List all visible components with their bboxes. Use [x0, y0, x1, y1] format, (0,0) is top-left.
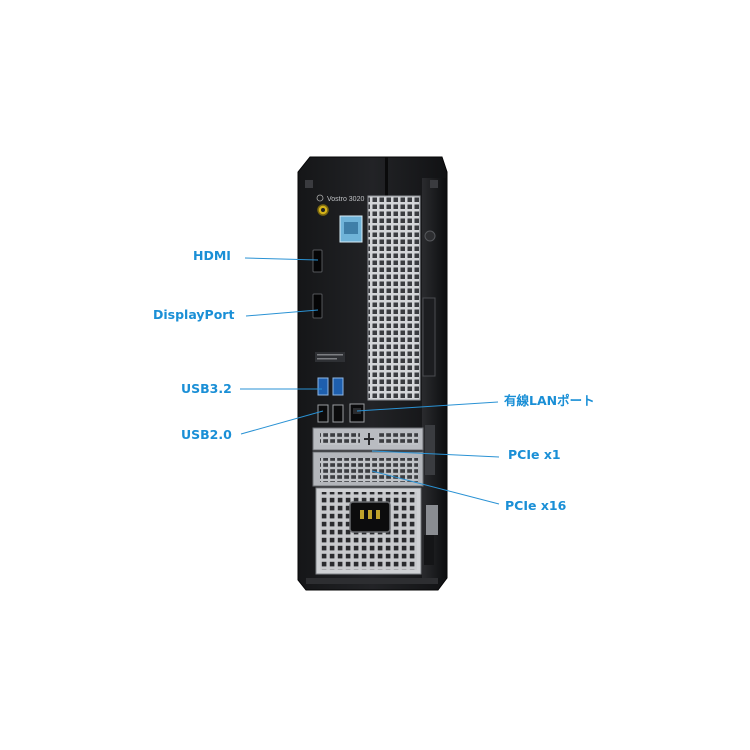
callout-leader-lines [240, 257, 500, 505]
hdmi-label: HDMI [193, 248, 231, 263]
model-badge: Vostro 3020 [327, 196, 364, 203]
dell-logo-icon [316, 194, 324, 202]
leader-pcie-x16 [371, 470, 500, 505]
pcie-x16-slot [312, 451, 424, 487]
displayport-port [312, 293, 323, 319]
pcie-x1-label: PCIe x1 [508, 447, 561, 462]
usb20-port-2 [332, 404, 344, 423]
leader-hdmi [244, 257, 319, 261]
power-supply [315, 487, 434, 575]
side-latch [422, 230, 438, 535]
usb32-label: USB3.2 [181, 381, 232, 396]
usb32-port-2 [332, 377, 344, 396]
regulatory-label [315, 352, 345, 362]
leader-lan [356, 401, 499, 412]
usb20-label: USB2.0 [181, 427, 232, 442]
leader-usb20 [240, 410, 324, 435]
usb20-port-1 [317, 404, 329, 423]
hdmi-port [312, 249, 323, 273]
rear-vent-grid [367, 195, 421, 401]
displayport-label: DisplayPort [153, 307, 235, 322]
lan-port-label: 有線LANポート [504, 393, 595, 408]
io-panel: Vostro 3020 [312, 194, 365, 423]
pcie-x16-label: PCIe x16 [505, 498, 567, 513]
leader-pcie-x1 [371, 450, 500, 458]
leader-displayport [245, 309, 319, 317]
usb32-port-1 [317, 377, 329, 396]
pcie-x1-slot [312, 427, 424, 451]
